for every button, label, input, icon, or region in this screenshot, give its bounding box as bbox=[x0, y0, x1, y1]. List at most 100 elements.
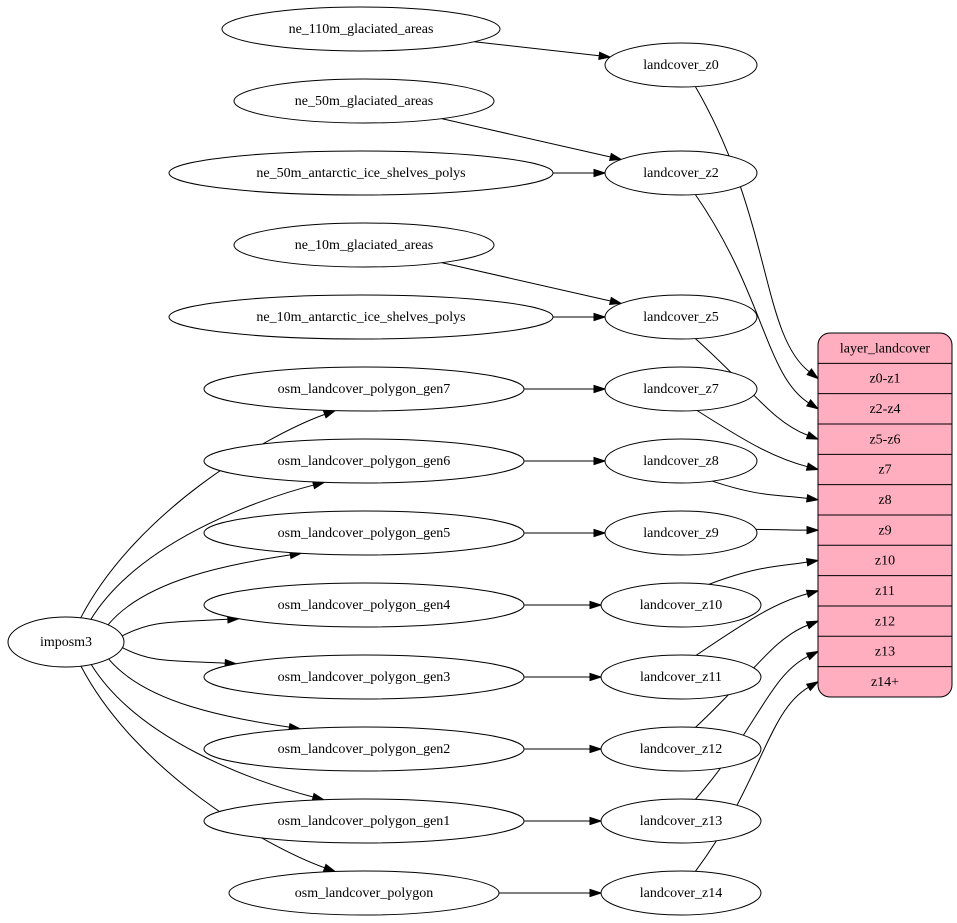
node-osm_landcover_polygon_gen6[interactable]: osm_landcover_polygon_gen6 bbox=[203, 438, 525, 484]
edge-imposm3-to-osm_landcover_polygon_gen7 bbox=[80, 413, 325, 619]
record-node-layer: layer_landcover z0-z1 z2-z4 z5-z6 z7 z8 z9 z10 z… bbox=[817, 332, 953, 698]
node-landcover_z0-shape bbox=[604, 42, 758, 88]
node-landcover_z2[interactable]: landcover_z2 bbox=[604, 150, 758, 196]
node-osm_landcover_polygon_gen2[interactable]: osm_landcover_polygon_gen2 bbox=[203, 726, 525, 772]
node-landcover_z13-label: landcover_z13 bbox=[640, 814, 722, 829]
node-osm_landcover_polygon_gen5-label: osm_landcover_polygon_gen5 bbox=[278, 526, 451, 541]
edge-ne_10m_glaciated_areas-to-landcover_z5 bbox=[441, 262, 611, 302]
node-osm_landcover_polygon_gen6-shape bbox=[203, 438, 525, 484]
node-landcover_z10-label: landcover_z10 bbox=[640, 598, 722, 613]
node-landcover_z8-label: landcover_z8 bbox=[643, 454, 718, 469]
node-landcover_z14-shape bbox=[600, 870, 762, 916]
node-landcover_z13[interactable]: landcover_z13 bbox=[600, 798, 762, 844]
edge-landcover_z8-to-record-z8 bbox=[711, 480, 808, 499]
edge-imposm3-to-osm_landcover_polygon_gen5 bbox=[107, 554, 291, 626]
node-landcover_z7-label: landcover_z7 bbox=[643, 382, 718, 397]
node-landcover_z14-label: landcover_z14 bbox=[640, 886, 722, 901]
node-imposm3[interactable]: imposm3 bbox=[7, 616, 125, 668]
node-landcover_z8-shape bbox=[604, 438, 758, 484]
node-imposm3-shape bbox=[7, 616, 125, 668]
node-landcover_z9[interactable]: landcover_z9 bbox=[604, 510, 758, 556]
edge-ne_50m_glaciated_areas-to-landcover_z2 bbox=[441, 118, 611, 158]
node-ne_50m_antarctic_ice_shelves_polys-label: ne_50m_antarctic_ice_shelves_polys bbox=[256, 166, 465, 181]
edge-imposm3-to-osm_landcover_polygon bbox=[80, 665, 325, 869]
node-osm_landcover_polygon_gen4[interactable]: osm_landcover_polygon_gen4 bbox=[203, 582, 525, 628]
node-osm_landcover_polygon_gen1[interactable]: osm_landcover_polygon_gen1 bbox=[203, 798, 525, 844]
edge-landcover_z11-to-record-z11-arrowhead bbox=[805, 589, 820, 599]
record-row-z5-z6[interactable]: z5-z6 bbox=[869, 432, 900, 447]
edge-ne_110m_glaciated_areas-to-landcover_z0 bbox=[474, 41, 600, 57]
node-landcover_z9-shape bbox=[604, 510, 758, 556]
record-row-z13[interactable]: z13 bbox=[875, 645, 895, 660]
edge-ne_10m_antarctic_ice_shelves_polys-to-landcover_z5-arrowhead bbox=[593, 312, 607, 322]
node-osm_landcover_polygon_gen2-label: osm_landcover_polygon_gen2 bbox=[278, 742, 451, 757]
edge-landcover_z5-to-record-z5-z6-arrowhead bbox=[805, 431, 820, 440]
node-ne_10m_antarctic_ice_shelves_polys-shape bbox=[168, 294, 554, 340]
node-landcover_z0-label: landcover_z0 bbox=[643, 58, 718, 73]
edge-ne_10m_glaciated_areas-to-landcover_z5-arrowhead bbox=[609, 296, 623, 306]
node-osm_landcover_polygon_gen3[interactable]: osm_landcover_polygon_gen3 bbox=[203, 654, 525, 700]
edge-imposm3-to-osm_landcover_polygon_gen2 bbox=[108, 658, 290, 728]
edge-landcover_z14-to-record-z14+-arrowhead bbox=[805, 680, 820, 692]
record-row-z9[interactable]: z9 bbox=[878, 523, 891, 538]
node-ne_10m_antarctic_ice_shelves_polys[interactable]: ne_10m_antarctic_ice_shelves_polys bbox=[168, 294, 554, 340]
node-landcover_z2-label: landcover_z2 bbox=[643, 166, 718, 181]
edge-landcover_z7-to-record-z7 bbox=[696, 410, 808, 468]
node-landcover_z11-label: landcover_z11 bbox=[640, 670, 722, 685]
edge-imposm3-to-osm_landcover_polygon-arrowhead bbox=[322, 863, 337, 873]
node-landcover_z11-shape bbox=[600, 654, 762, 700]
edge-landcover_z13-to-record-z13-arrowhead bbox=[805, 650, 820, 661]
node-ne_110m_glaciated_areas-shape bbox=[221, 6, 501, 52]
edges-layer bbox=[80, 41, 820, 898]
record-node-title: layer_landcover bbox=[840, 341, 931, 356]
edge-imposm3-to-osm_landcover_polygon_gen1 bbox=[90, 664, 314, 798]
node-imposm3-label: imposm3 bbox=[40, 635, 92, 650]
node-ne_10m_glaciated_areas[interactable]: ne_10m_glaciated_areas bbox=[233, 222, 495, 268]
node-osm_landcover_polygon_gen7[interactable]: osm_landcover_polygon_gen7 bbox=[203, 366, 525, 412]
node-landcover_z12[interactable]: landcover_z12 bbox=[600, 726, 762, 772]
node-osm_landcover_polygon_gen7-label: osm_landcover_polygon_gen7 bbox=[278, 382, 451, 397]
node-ne_110m_glaciated_areas-label: ne_110m_glaciated_areas bbox=[289, 22, 434, 37]
nodes-layer: imposm3 ne_110m_glaciated_areas ne_50m_gla… bbox=[7, 6, 762, 916]
record-row-z2-z4[interactable]: z2-z4 bbox=[869, 402, 900, 417]
record-node-layer-landcover[interactable]: layer_landcover z0-z1 z2-z4 z5-z6 z7 z8 z9 z10 z… bbox=[817, 332, 953, 698]
record-row-z10[interactable]: z10 bbox=[875, 554, 895, 569]
node-landcover_z0[interactable]: landcover_z0 bbox=[604, 42, 758, 88]
edge-osm_landcover_polygon-to-landcover_z14-arrowhead bbox=[589, 888, 603, 898]
node-ne_50m_glaciated_areas-shape bbox=[233, 78, 495, 124]
record-row-z8[interactable]: z8 bbox=[878, 493, 891, 508]
node-osm_landcover_polygon[interactable]: osm_landcover_polygon bbox=[228, 870, 500, 916]
edge-landcover_z8-to-record-z8-arrowhead bbox=[806, 494, 820, 503]
node-landcover_z5[interactable]: landcover_z5 bbox=[604, 294, 758, 340]
node-landcover_z5-label: landcover_z5 bbox=[643, 310, 718, 325]
node-landcover_z13-shape bbox=[600, 798, 762, 844]
node-landcover_z5-shape bbox=[604, 294, 758, 340]
edge-ne_50m_glaciated_areas-to-landcover_z2-arrowhead bbox=[609, 152, 623, 162]
node-landcover_z7[interactable]: landcover_z7 bbox=[604, 366, 758, 412]
node-osm_landcover_polygon_gen3-label: osm_landcover_polygon_gen3 bbox=[278, 670, 451, 685]
edge-osm_landcover_polygon_gen1-to-landcover_z13-arrowhead bbox=[589, 816, 603, 826]
node-landcover_z14[interactable]: landcover_z14 bbox=[600, 870, 762, 916]
node-landcover_z11[interactable]: landcover_z11 bbox=[600, 654, 762, 700]
edge-landcover_z2-to-record-z2-z4 bbox=[694, 194, 809, 404]
node-landcover_z10[interactable]: landcover_z10 bbox=[600, 582, 762, 628]
edge-osm_landcover_polygon_gen4-to-landcover_z10-arrowhead bbox=[589, 600, 603, 610]
record-row-z14+[interactable]: z14+ bbox=[871, 675, 899, 690]
edge-osm_landcover_polygon_gen2-to-landcover_z12-arrowhead bbox=[589, 744, 603, 754]
node-landcover_z8[interactable]: landcover_z8 bbox=[604, 438, 758, 484]
record-row-z11[interactable]: z11 bbox=[875, 584, 895, 599]
record-row-z7[interactable]: z7 bbox=[878, 463, 891, 478]
edge-landcover_z9-to-record-z9-arrowhead bbox=[806, 525, 820, 535]
record-row-z12[interactable]: z12 bbox=[875, 614, 895, 629]
record-row-z0-z1[interactable]: z0-z1 bbox=[869, 372, 900, 387]
node-ne_50m_antarctic_ice_shelves_polys-shape bbox=[168, 150, 554, 196]
node-ne_110m_glaciated_areas[interactable]: ne_110m_glaciated_areas bbox=[221, 6, 501, 52]
node-ne_50m_glaciated_areas[interactable]: ne_50m_glaciated_areas bbox=[233, 78, 495, 124]
node-ne_50m_glaciated_areas-label: ne_50m_glaciated_areas bbox=[295, 94, 433, 109]
node-ne_50m_antarctic_ice_shelves_polys[interactable]: ne_50m_antarctic_ice_shelves_polys bbox=[168, 150, 554, 196]
node-osm_landcover_polygon_gen5-shape bbox=[203, 510, 525, 556]
edge-landcover_z9-to-record-z9 bbox=[755, 528, 808, 531]
edge-imposm3-to-osm_landcover_polygon_gen3 bbox=[122, 647, 226, 664]
node-osm_landcover_polygon_gen5[interactable]: osm_landcover_polygon_gen5 bbox=[203, 510, 525, 556]
